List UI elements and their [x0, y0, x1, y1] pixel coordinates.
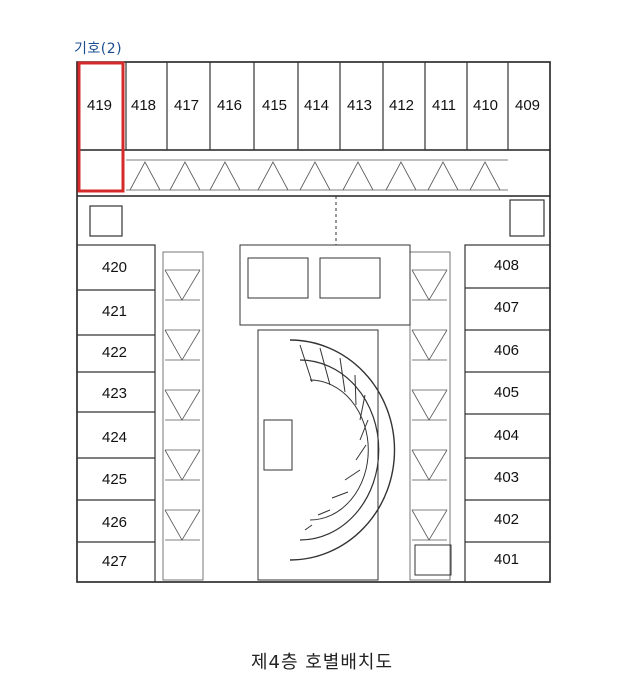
room-420: 420	[102, 259, 127, 276]
room-426: 426	[102, 514, 127, 531]
room-418: 418	[131, 97, 156, 114]
top-corridor-pattern	[126, 159, 508, 191]
room-422: 422	[102, 344, 127, 361]
room-406: 406	[494, 342, 519, 359]
room-412: 412	[389, 97, 414, 114]
room-419: 419	[87, 97, 112, 114]
room-410: 410	[473, 97, 498, 114]
legend-label: 기호(2)	[74, 41, 123, 57]
room-403: 403	[494, 469, 519, 486]
top-room-walls	[125, 62, 509, 150]
room-424: 424	[102, 429, 127, 446]
room-427: 427	[102, 553, 127, 570]
floor-plan: 419 418 417 416 415 414 413 412 411 410 …	[76, 61, 551, 583]
room-401: 401	[494, 551, 519, 568]
room-425: 425	[102, 471, 127, 488]
room-407: 407	[494, 299, 519, 316]
building-outline	[76, 61, 551, 583]
room-413: 413	[347, 97, 372, 114]
room-402: 402	[494, 511, 519, 528]
room-416: 416	[217, 97, 242, 114]
highlight-box-419	[77, 61, 125, 193]
room-408: 408	[494, 257, 519, 274]
center-core	[239, 196, 452, 581]
room-411: 411	[432, 97, 456, 114]
left-rooms	[76, 205, 156, 583]
room-404: 404	[494, 427, 519, 444]
room-405: 405	[494, 384, 519, 401]
room-414: 414	[304, 97, 329, 114]
plan-caption: 제4층 호별배치도	[250, 652, 394, 673]
room-415: 415	[262, 97, 287, 114]
side-corridors	[162, 251, 451, 581]
room-409: 409	[515, 97, 540, 114]
right-rooms	[464, 199, 551, 583]
room-421: 421	[102, 303, 127, 320]
room-417: 417	[174, 97, 199, 114]
room-423: 423	[102, 385, 127, 402]
room-labels: 419 418 417 416 415 414 413 412 411 410 …	[87, 97, 540, 570]
